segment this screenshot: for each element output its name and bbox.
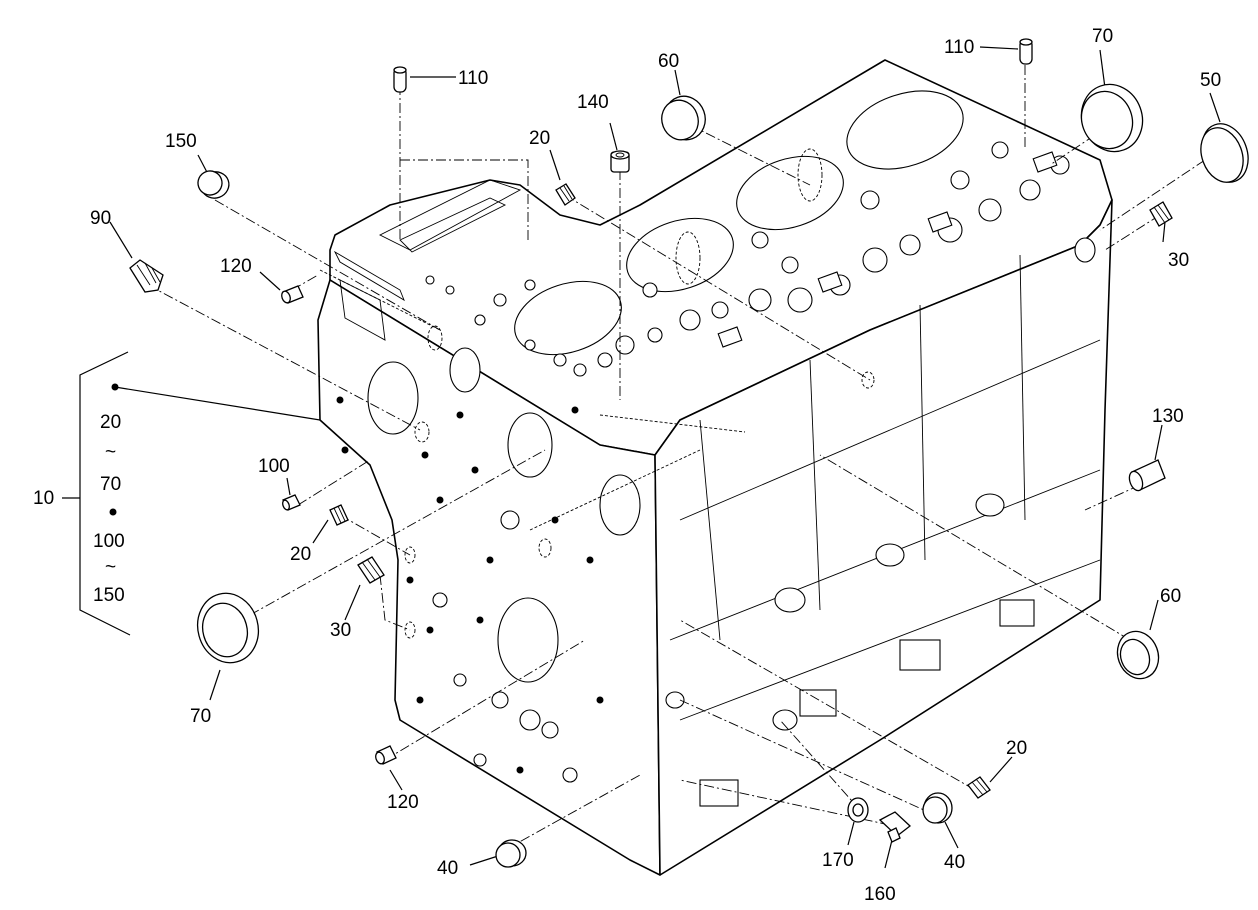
label-100: 100 — [258, 456, 290, 477]
dowel-pin-110-right — [1019, 38, 1033, 65]
label-90: 90 — [90, 208, 111, 229]
group-range-end: 70 — [100, 474, 121, 495]
cylinder-block — [317, 59, 1113, 876]
parts — [129, 38, 1249, 868]
label-120: 120 — [387, 792, 419, 813]
cap-40-left — [495, 839, 527, 868]
washer-170 — [847, 797, 869, 823]
label-40: 40 — [437, 858, 458, 879]
plug-20-left — [329, 504, 349, 526]
bolt-160 — [878, 811, 912, 843]
label-120: 120 — [220, 256, 252, 277]
plug-20-top — [555, 183, 576, 206]
dowel-pin-110-left — [393, 66, 407, 93]
cap-40-right — [922, 792, 953, 824]
stud-90 — [129, 259, 164, 293]
bullet-dot — [109, 508, 117, 516]
callout-labels: 110 110 70 60 50 140 20 150 90 120 30 13… — [33, 26, 1221, 905]
side-ribs — [665, 237, 1101, 807]
plug-150 — [197, 170, 230, 199]
label-10: 10 — [33, 488, 54, 509]
plug-30-right — [1149, 201, 1173, 227]
pin-120-top — [281, 285, 304, 304]
sleeve-140 — [610, 150, 630, 173]
plug-60-top — [661, 95, 706, 141]
label-20: 20 — [290, 544, 311, 565]
cap-50 — [1200, 123, 1249, 183]
leader-lines — [62, 46, 1221, 869]
label-60: 60 — [658, 51, 679, 72]
seal-70-left — [196, 592, 260, 664]
plug-60-right — [1116, 630, 1160, 680]
seal-70-top — [1080, 83, 1144, 153]
label-50: 50 — [1200, 70, 1221, 91]
label-30: 30 — [330, 620, 351, 641]
pin-120-bottom — [375, 745, 397, 765]
pin-100 — [282, 494, 301, 511]
label-70: 70 — [190, 706, 211, 727]
label-130: 130 — [1152, 406, 1184, 427]
plug-20-bottom — [967, 776, 991, 799]
tilde-separator: ~ — [105, 557, 116, 578]
label-170: 170 — [822, 850, 854, 871]
label-160: 160 — [864, 884, 896, 905]
plug-30-left — [357, 556, 385, 584]
tilde-separator: ~ — [105, 442, 116, 463]
group-range-start: 20 — [100, 412, 121, 433]
front-face-holes — [336, 347, 641, 783]
deck-holes — [425, 141, 1070, 377]
label-70: 70 — [1092, 26, 1113, 47]
label-110: 110 — [944, 37, 974, 58]
label-140: 140 — [577, 92, 609, 113]
label-20: 20 — [1006, 738, 1027, 759]
label-40: 40 — [944, 852, 965, 873]
label-20: 20 — [529, 128, 550, 149]
group-range-end: 150 — [93, 585, 125, 606]
label-60: 60 — [1160, 586, 1181, 607]
label-30: 30 — [1168, 250, 1189, 271]
assembly-group-bracket: 20 ~ 70 100 ~ 150 — [93, 383, 125, 606]
group-range-start: 100 — [93, 531, 125, 552]
bullet-dot — [111, 383, 119, 391]
label-110: 110 — [458, 68, 488, 89]
label-150: 150 — [165, 131, 197, 152]
sleeve-130 — [1128, 459, 1166, 492]
